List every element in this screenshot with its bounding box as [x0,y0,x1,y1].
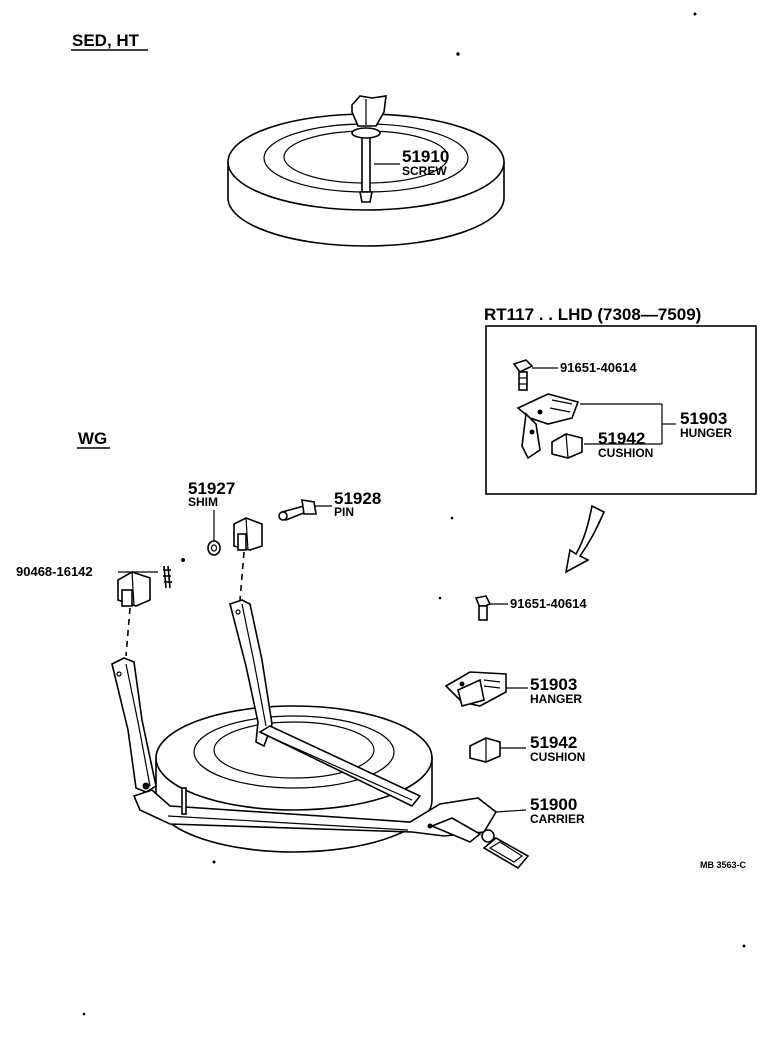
carrier-frame [111,599,530,870]
guide-dashed-right [239,551,245,601]
bracket-clip-upper [233,517,263,551]
guide-dashed-left [125,607,131,657]
scan-specks [82,12,746,1016]
inset-bolt-part [512,359,534,391]
part-number-inset-cushion: 51942 [598,429,645,448]
part-number-hanger: 51903 [530,675,577,694]
part-name-inset-hunger: HUNGER [680,426,732,440]
part-number-screw: 51910 [402,147,449,166]
part-number-inset-bolt: 91651-40614 [560,360,637,375]
inset-title: RT117 . . LHD (7308—7509) [484,305,701,324]
part-number-clip: 90468-16142 [16,564,93,579]
section-title-sed-ht: SED, HT [72,31,140,50]
part-name-hanger: HANGER [530,692,582,706]
inset-box [485,325,757,495]
part-number-bolt: 91651-40614 [510,596,587,611]
inset-hunger-part [516,393,580,460]
inset-cushion-part [551,433,583,459]
part-name-shim: SHIM [188,495,218,509]
hanger-part [444,671,507,707]
drawing-code: MB 3563-C [700,860,747,870]
spring-clip-part [163,558,185,589]
bolt-part [474,595,492,621]
pin-part [278,499,317,522]
cushion-part [469,737,501,763]
part-number-cushion: 51942 [530,733,577,752]
part-number-pin: 51928 [334,489,381,508]
screw-part [351,95,387,203]
leader-carrier [495,809,527,813]
section-title-wg: WG [78,429,107,448]
part-number-shim: 51927 [188,479,235,498]
part-name-cushion: CUSHION [530,750,585,764]
bracket-clip-lower [117,571,151,607]
part-number-carrier: 51900 [530,795,577,814]
part-name-carrier: CARRIER [530,812,585,826]
part-name-inset-cushion: CUSHION [598,446,653,460]
shim-part [207,540,221,556]
part-name-pin: PIN [334,505,354,519]
part-number-inset-hunger: 51903 [680,409,727,428]
part-name-screw: SCREW [402,164,447,178]
curved-arrow-icon [564,504,606,574]
